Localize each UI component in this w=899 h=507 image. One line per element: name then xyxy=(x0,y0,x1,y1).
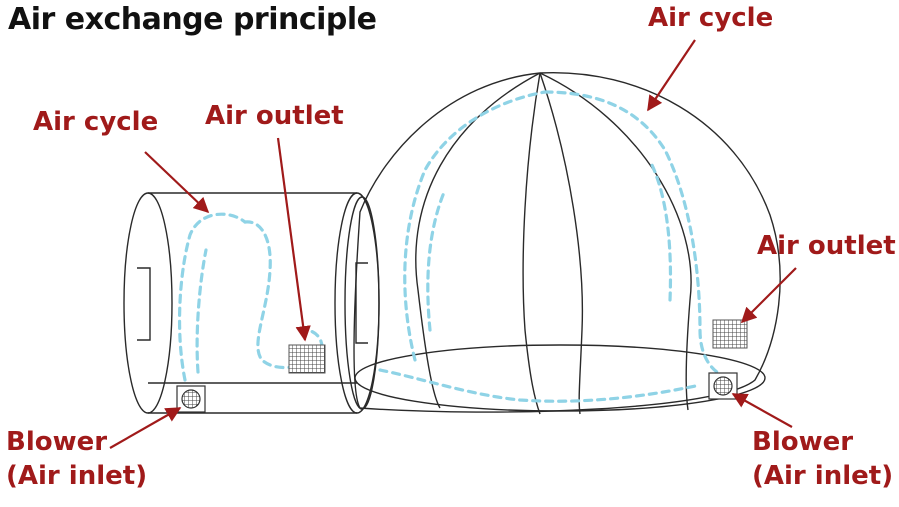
label-blower-left-line1: Blower xyxy=(6,427,108,457)
tunnel-front-ring xyxy=(123,192,173,414)
label-air-cycle-top: Air cycle xyxy=(648,3,774,33)
callout-arrows xyxy=(109,39,797,449)
label-air-cycle-left: Air cycle xyxy=(33,107,159,137)
tunnel-back-ring xyxy=(334,192,380,414)
tunnel-door-right xyxy=(355,262,368,344)
tunnel xyxy=(123,192,380,414)
tunnel-door-left xyxy=(137,267,151,341)
dome-rib xyxy=(539,72,692,411)
label-air-outlet-right: Air outlet xyxy=(757,231,896,261)
arrow-air-outlet-right xyxy=(740,267,797,324)
diagram-title: Air exchange principle xyxy=(8,2,377,37)
dome-rib xyxy=(539,72,584,415)
airflow-dome xyxy=(378,90,732,403)
label-blower-right-line1: Blower xyxy=(752,427,854,457)
dome-rib xyxy=(415,72,541,409)
vents xyxy=(176,319,748,413)
arrow-air-outlet-left xyxy=(276,137,311,342)
arrow-blower-right xyxy=(731,393,793,428)
dome-floor-ring xyxy=(354,344,766,412)
air-outlet-left-grille xyxy=(288,344,326,374)
dome xyxy=(353,71,781,415)
arrow-blower-left xyxy=(109,407,182,449)
label-air-outlet-left: Air outlet xyxy=(205,101,344,131)
arrow-air-cycle-left xyxy=(144,151,210,214)
dome-rib xyxy=(522,72,541,415)
dome-outline xyxy=(353,71,781,413)
blower-left-unit xyxy=(176,385,206,413)
air-outlet-right-grille xyxy=(712,319,748,349)
label-blower-right-line2: (Air inlet) xyxy=(752,460,894,491)
blower-right-unit xyxy=(708,372,738,400)
arrow-air-cycle-top xyxy=(647,39,696,112)
label-blower-right: Blower (Air inlet) xyxy=(752,426,893,494)
tunnel-back-ring-inner xyxy=(344,196,380,410)
label-blower-left: Blower (Air inlet) xyxy=(6,426,147,494)
label-blower-left-line2: (Air inlet) xyxy=(6,460,148,491)
